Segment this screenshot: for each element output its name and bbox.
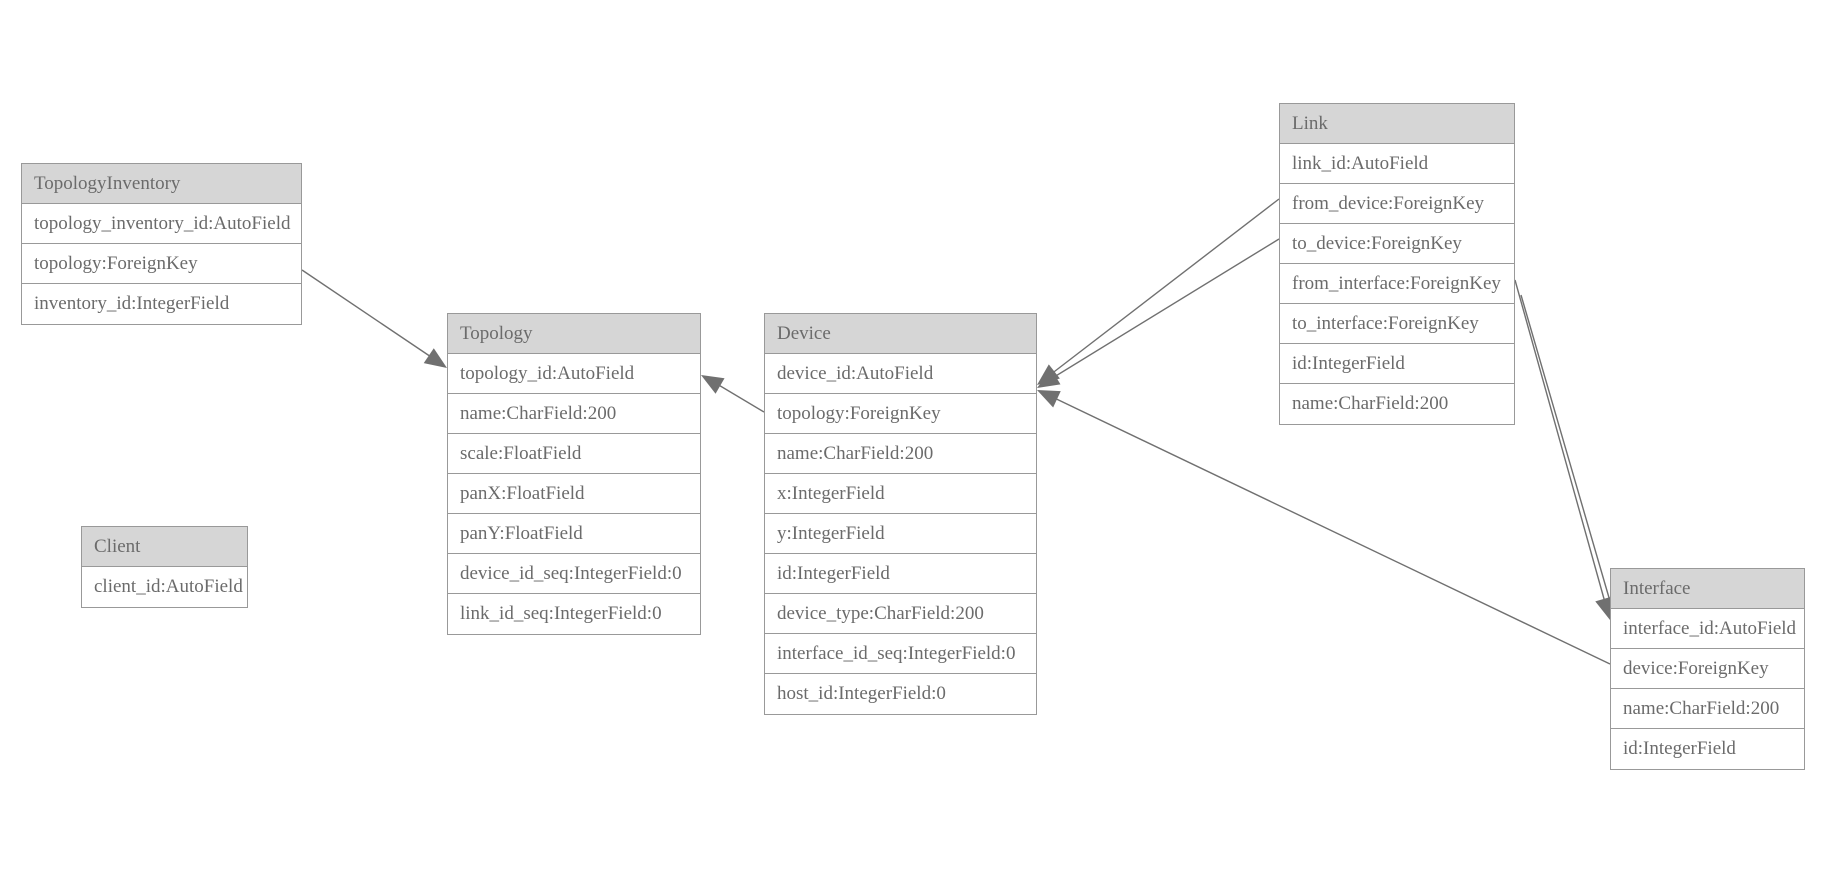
entity-field-row[interactable]: id:IntegerField [1611,729,1804,769]
relationship-link-from_interface-to-interface [1514,279,1613,620]
entity-title-interface: Interface [1611,569,1804,609]
entity-field-row[interactable]: interface_id:AutoField [1611,609,1804,649]
entity-field-row[interactable]: from_device:ForeignKey [1280,184,1514,224]
entity-field-row[interactable]: x:IntegerField [765,474,1036,514]
entity-field-row[interactable]: device:ForeignKey [1611,649,1804,689]
entity-field-row[interactable]: scale:FloatField [448,434,700,474]
entity-field-row[interactable]: to_device:ForeignKey [1280,224,1514,264]
entity-field-row[interactable]: name:CharField:200 [765,434,1036,474]
relationship-line [1045,393,1611,665]
entity-title-link: Link [1280,104,1514,144]
entity-field-row[interactable]: client_id:AutoField [82,567,247,607]
relationship-line [711,380,765,413]
entity-field-row[interactable]: panY:FloatField [448,514,700,554]
relationship-device-to-topology [701,375,765,413]
entity-field-row[interactable]: name:CharField:200 [448,394,700,434]
entity-field-row[interactable]: to_interface:ForeignKey [1280,304,1514,344]
relationship-line [1045,198,1280,379]
relationship-link-to_device-to-device [1037,238,1280,388]
entity-field-row[interactable]: topology_id:AutoField [448,354,700,394]
entity-field-row[interactable]: inventory_id:IntegerField [22,284,301,324]
relationship-link-to_interface-to-interface [1520,294,1617,622]
entity-field-row[interactable]: topology:ForeignKey [765,394,1036,434]
entity-field-row[interactable]: topology_inventory_id:AutoField [22,204,301,244]
relationship-topology_inventory-to-topology [301,269,447,368]
entity-field-row[interactable]: device_id_seq:IntegerField:0 [448,554,700,594]
entity-field-row[interactable]: panX:FloatField [448,474,700,514]
entity-field-row[interactable]: interface_id_seq:IntegerField:0 [765,634,1036,674]
entity-field-row[interactable]: link_id:AutoField [1280,144,1514,184]
relationship-line [301,269,441,364]
entity-field-row[interactable]: device_id:AutoField [765,354,1036,394]
entity-field-row[interactable]: link_id_seq:IntegerField:0 [448,594,700,634]
entity-title-client: Client [82,527,247,567]
relationship-line [1520,294,1613,609]
entity-field-row[interactable]: from_interface:ForeignKey [1280,264,1514,304]
relationship-link-from_device-to-device [1037,198,1280,385]
relationship-line [1045,238,1280,383]
entity-field-row[interactable]: name:CharField:200 [1280,384,1514,424]
entity-field-row[interactable]: topology:ForeignKey [22,244,301,284]
entity-title-device: Device [765,314,1036,354]
entity-field-row[interactable]: host_id:IntegerField:0 [765,674,1036,714]
entity-field-row[interactable]: id:IntegerField [1280,344,1514,384]
entity-title-topology_inventory: TopologyInventory [22,164,301,204]
entity-field-row[interactable]: name:CharField:200 [1611,689,1804,729]
relationship-arrowhead [1037,390,1061,408]
entity-field-row[interactable]: id:IntegerField [765,554,1036,594]
entity-field-row[interactable]: y:IntegerField [765,514,1036,554]
entity-field-row[interactable]: device_type:CharField:200 [765,594,1036,634]
entity-title-topology: Topology [448,314,700,354]
relationship-line [1514,279,1607,607]
